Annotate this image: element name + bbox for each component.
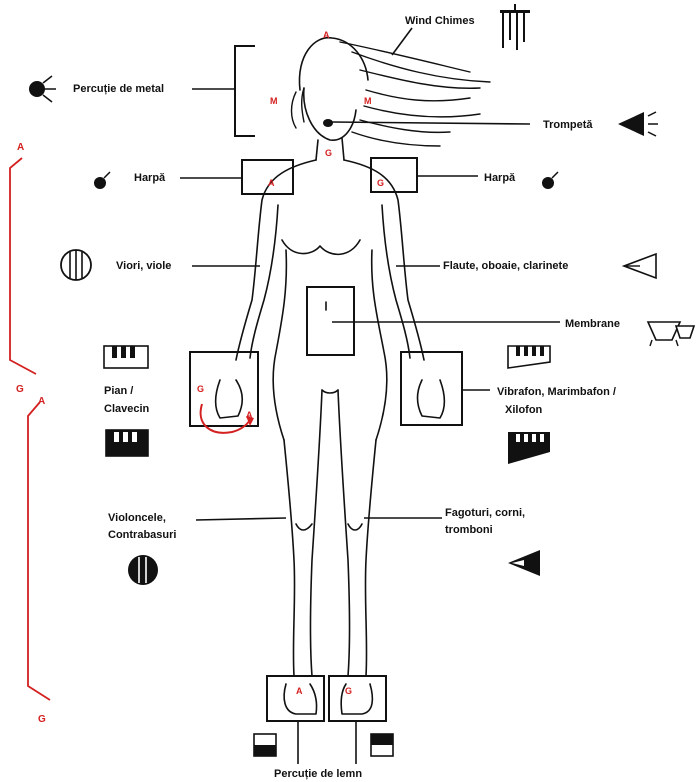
hair	[292, 38, 491, 146]
trumpet-pointer	[332, 122, 530, 124]
left-shoulder-box	[242, 160, 293, 194]
vibraphone-icon-bottom	[508, 432, 550, 464]
wind-chimes-icon	[500, 4, 530, 50]
scale-upper-top-label: A	[17, 142, 24, 153]
marker-hand-left-a: A	[246, 410, 253, 420]
red-markers: A M M G A G G A A G	[197, 30, 384, 696]
abdomen-box	[307, 287, 354, 355]
label-piano-2: Clavecin	[104, 403, 150, 415]
marker-shoulder-left: A	[268, 178, 275, 188]
cello-icon	[128, 555, 158, 585]
harp-icon-right	[542, 172, 558, 189]
violin-icon	[61, 250, 91, 280]
piano-keys-icon-top	[104, 346, 148, 368]
brass-icon	[508, 550, 540, 576]
marker-cheek-right: M	[364, 96, 372, 106]
wood-block-icon-left	[254, 734, 276, 756]
marker-foot-right: G	[345, 686, 352, 696]
human-figure	[216, 38, 491, 714]
instrument-labels: Wind Chimes Percuție de metal Trompetă H…	[73, 15, 620, 780]
piano-keys-icon-bottom	[106, 430, 148, 456]
marker-head-top: A	[323, 30, 330, 40]
trumpet-icon	[618, 112, 658, 136]
waist-hips	[273, 250, 387, 440]
scale-lower-top-label: A	[38, 396, 45, 407]
left-hand	[216, 380, 243, 418]
label-woodwinds: Flaute, oboaie, clarinete	[443, 260, 568, 272]
scale-upper-arrow	[10, 158, 36, 374]
label-membranes: Membrane	[565, 318, 620, 330]
label-brass-2: tromboni	[445, 524, 493, 536]
region-boxes	[190, 158, 462, 721]
scale-upper-bottom-label: G	[16, 384, 24, 395]
inner-arms	[250, 205, 410, 358]
label-cellos-2: Contrabasuri	[108, 529, 176, 541]
vibraphone-icon-top	[508, 346, 550, 368]
face-outline	[304, 88, 356, 140]
scale-lower-bottom-label: G	[38, 714, 46, 725]
label-brass-1: Fagoturi, corni,	[445, 507, 525, 519]
label-cellos-1: Violoncele,	[108, 512, 166, 524]
metal-percussion-icon	[29, 76, 56, 102]
label-wind-chimes: Wind Chimes	[405, 15, 475, 27]
membrane-drums-icon	[648, 322, 694, 346]
legs-outline	[284, 390, 376, 676]
wood-block-icon-right	[371, 734, 393, 756]
label-vibraphone-2: Xilofon	[505, 404, 543, 416]
label-trumpet: Trompetă	[543, 119, 593, 131]
metal-bracket	[235, 46, 255, 136]
right-hand	[418, 380, 445, 418]
wind-chimes-pointer	[392, 28, 412, 55]
label-metal-percussion: Percuție de metal	[73, 83, 164, 95]
torso-outline	[236, 160, 424, 360]
marker-hand-left-g: G	[197, 384, 204, 394]
label-violins: Viori, viole	[116, 260, 171, 272]
label-harp-right: Harpă	[484, 172, 516, 184]
woodwind-icon	[624, 254, 656, 278]
marker-foot-left: A	[296, 686, 303, 696]
marker-cheek-left: M	[270, 96, 278, 106]
marker-chin: G	[325, 148, 332, 158]
marker-shoulder-right: G	[377, 178, 384, 188]
red-scale: A G A G	[10, 142, 50, 725]
knees	[296, 524, 362, 530]
right-hand-box	[401, 352, 462, 425]
label-wood-percussion: Percuție de lemn	[274, 768, 362, 780]
cellos-pointer	[196, 518, 286, 520]
mouth	[323, 119, 333, 127]
label-harp-left: Harpă	[134, 172, 166, 184]
harp-icon-left	[94, 172, 110, 189]
chest	[282, 240, 360, 254]
label-piano-1: Pian /	[104, 385, 133, 397]
scale-lower-arrow	[28, 402, 50, 700]
hand-red-arrow	[201, 404, 250, 433]
label-vibraphone-1: Vibrafon, Marimbafon /	[497, 386, 616, 398]
crotch	[322, 390, 338, 393]
